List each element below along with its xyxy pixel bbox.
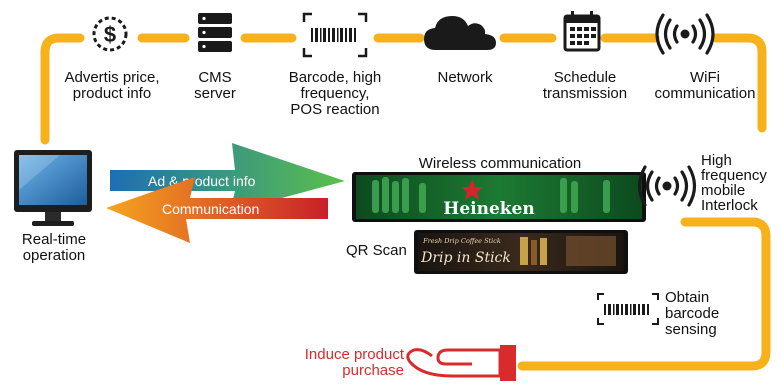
advertis-label-line: Advertis price, (64, 69, 160, 86)
heineken-display: Heineken (352, 172, 646, 222)
realtime-label-line: operation (22, 247, 86, 264)
obtain-label-line: sensing (665, 321, 717, 338)
barcode-label: Barcode, high frequency, POS reaction (275, 70, 395, 118)
qr-label: QR Scan (346, 242, 407, 259)
obtain-label: Obtain barcode sensing (665, 290, 745, 338)
schedule-label-line: Schedule (553, 69, 617, 86)
induce-label-line: purchase (342, 362, 404, 379)
realtime-label: Real-time operation (8, 232, 100, 264)
communication-arrow: Communication (106, 177, 328, 243)
cms-label-line: server (194, 85, 236, 102)
barcode-label-line: POS reaction (290, 101, 380, 118)
advertis-label-line: product info (72, 85, 152, 102)
wifi-label: WiFi communication (645, 70, 765, 102)
barcode-label-line: Barcode, high (288, 69, 382, 86)
high-freq-label: High frequency mobile Interlock (701, 153, 779, 213)
schedule-label: Schedule transmission (535, 70, 635, 102)
advertis-label: Advertis price, product info (52, 70, 172, 102)
cms-label-line: CMS (198, 69, 232, 86)
signal-icon (637, 165, 697, 207)
coffee-display: Fresh Drip Coffee Stick Drip in Stick (414, 230, 628, 274)
wifi-label-line: communication (654, 85, 756, 102)
wifi-icon (655, 13, 715, 55)
dollar-icon: $ (92, 16, 128, 52)
obtain-label-line: Obtain (665, 289, 710, 306)
svg-text:$: $ (104, 22, 116, 47)
communication-label: Communication (162, 201, 259, 217)
barcode-label-line: frequency, (300, 85, 370, 102)
network-label: Network (425, 70, 505, 86)
ad-info-label: Ad & product info (148, 173, 256, 189)
drip-sub-text: Fresh Drip Coffee Stick (422, 237, 501, 245)
high-freq-label-line: mobile (701, 182, 746, 199)
induce-label: Induce product purchase (270, 347, 404, 379)
induce-label-line: Induce product (304, 346, 404, 363)
obtain-label-line: barcode (665, 305, 720, 322)
hand-icon (406, 345, 516, 381)
schedule-label-line: transmission (542, 85, 628, 102)
high-freq-label-line: Interlock (701, 197, 758, 214)
drip-text: Drip in Stick (420, 250, 511, 266)
monitor-icon (14, 150, 92, 226)
barcode-sensing-icon (597, 293, 659, 325)
high-freq-label-line: frequency (701, 167, 767, 184)
cms-label: CMS server (180, 70, 250, 102)
network-label-line: Network (437, 69, 493, 86)
flow-path (40, 33, 771, 371)
wifi-label-line: WiFi (690, 69, 720, 86)
cloud-icon (424, 16, 496, 50)
calendar-icon (563, 11, 601, 52)
brand-text: Heineken (443, 199, 534, 219)
barcode-icon (302, 12, 368, 58)
server-icon (198, 13, 232, 52)
high-freq-label-line: High (701, 152, 732, 169)
realtime-label-line: Real-time (21, 231, 87, 248)
wireless-label: Wireless communication (418, 155, 582, 172)
